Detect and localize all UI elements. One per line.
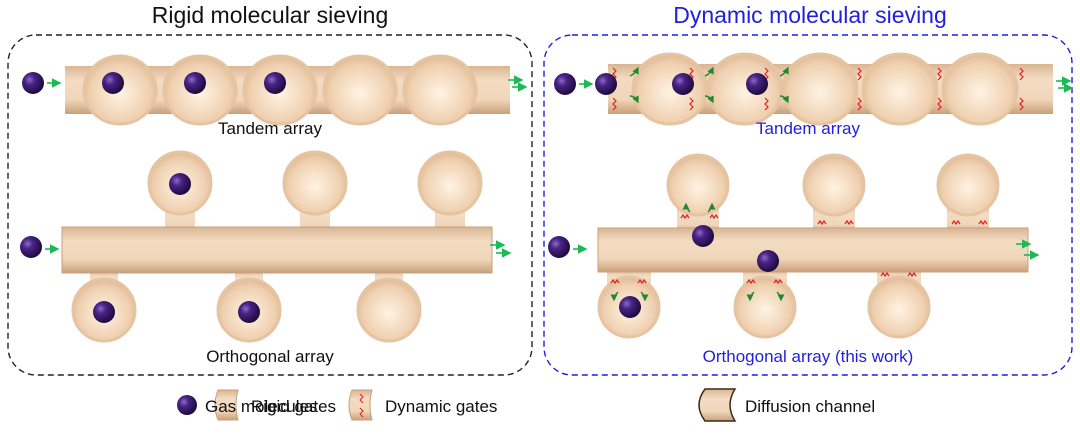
dynamic-orthogonal-array	[548, 153, 1040, 339]
dynamic-tandem-array	[554, 52, 1074, 126]
gate-swing-arrow	[629, 66, 789, 104]
dynamic-gate-spring	[612, 67, 1024, 111]
rigid-tandem-label: Tandem array	[218, 119, 322, 138]
legend-icons	[177, 388, 737, 422]
cavity	[282, 150, 348, 216]
dynamic-orthogonal-label: Orthogonal array (this work)	[702, 347, 914, 366]
cavity	[631, 52, 709, 126]
cavity	[402, 54, 478, 126]
gas-molecule	[595, 73, 617, 95]
rigid-orthogonal-array	[20, 150, 512, 343]
cavity	[356, 277, 422, 343]
cavity	[936, 153, 1000, 217]
legend-rigid-gates: Rigid gates	[251, 397, 337, 416]
rigid-panel-border	[7, 34, 533, 376]
rigid-gate-icon	[214, 389, 239, 421]
gas-molecule	[184, 72, 206, 94]
dynamic-tandem-label: Tandem array	[756, 119, 860, 138]
cavity	[781, 52, 859, 126]
gas-molecule	[93, 301, 115, 323]
dynamic-panel-border	[543, 34, 1073, 376]
cavity	[706, 52, 784, 126]
gas-molecule	[672, 73, 694, 95]
cavity	[941, 52, 1019, 126]
gas-molecule	[264, 72, 286, 94]
cavity	[867, 275, 931, 339]
gas-molecule	[757, 250, 779, 272]
legend-gas-molecules: Gas molecules	[205, 397, 318, 416]
gas-molecule	[746, 73, 768, 95]
gas-molecule	[102, 72, 124, 94]
cavity	[733, 275, 797, 339]
rigid-orthogonal-label: Orthogonal array	[206, 347, 334, 366]
legend: Gas molecules Rigid gates Dynamic gates …	[0, 385, 1080, 435]
dynamic-panel-title: Dynamic molecular sieving	[673, 2, 947, 28]
gas-molecule	[554, 73, 576, 95]
rigid-tandem-array	[22, 54, 528, 126]
rigid-panel-title: Rigid molecular sieving	[151, 2, 389, 28]
gas-molecule	[20, 236, 42, 258]
cavity	[666, 153, 730, 217]
gas-molecule	[619, 296, 641, 318]
cavity	[322, 54, 398, 126]
cavity	[861, 52, 939, 126]
gas-molecule-icon	[177, 395, 197, 415]
gas-molecule	[692, 225, 714, 247]
dynamic-gate-icon	[348, 389, 373, 421]
gas-molecule	[22, 72, 44, 94]
cavity	[802, 153, 866, 217]
diffusion-channel-icon	[698, 388, 737, 422]
legend-diffusion-channel: Diffusion channel	[745, 397, 876, 416]
gas-molecule	[548, 236, 570, 258]
gate-swing-arrow	[610, 202, 785, 302]
gas-molecule	[169, 173, 191, 195]
cavity	[417, 150, 483, 216]
legend-dynamic-gates: Dynamic gates	[385, 397, 498, 416]
gas-molecule	[238, 301, 260, 323]
dynamic-gate-spring	[610, 213, 988, 285]
